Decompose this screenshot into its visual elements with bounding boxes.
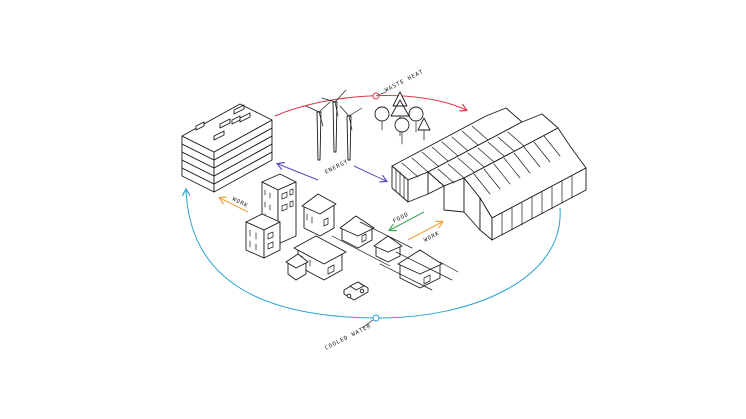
tree-icon: [374, 106, 390, 131]
energy-arrow-left: [278, 164, 319, 181]
work-right-label: WORK: [423, 231, 441, 244]
garden-fences: [331, 221, 459, 291]
tree-icon: [394, 117, 410, 145]
food-label: FOOD: [392, 212, 410, 225]
wind-turbine-icon: [339, 105, 363, 161]
food-arrow: [390, 211, 425, 230]
waste-heat-leader: [375, 91, 387, 97]
roof-units: [195, 104, 251, 141]
data-center-icon: [181, 103, 273, 193]
work-arrow-right: [407, 222, 442, 241]
house-icon: [339, 215, 375, 249]
cooled-water-arrow: [186, 190, 561, 319]
wind-turbine-icon: [321, 89, 347, 153]
waste-heat-label: WASTE HEAT: [384, 69, 425, 94]
car-icon: [343, 281, 369, 301]
tree-icon: [417, 117, 431, 141]
energy-arrow-right: [353, 165, 386, 181]
waste-heat-arrow: [274, 95, 466, 117]
wind-turbine-icon: [305, 101, 331, 161]
cooled-water-label: COOLED WATER: [324, 323, 372, 352]
house-icon: [301, 193, 337, 237]
cooled-water-leader: [361, 319, 374, 329]
house-icon: [373, 235, 403, 263]
energy-label: ENERGY: [324, 159, 350, 176]
apartment-icon: [245, 213, 281, 259]
work-arrow-left: [220, 198, 249, 213]
house-icon: [285, 253, 309, 281]
cooled-water-node: [372, 314, 380, 322]
greenhouse-icon: [463, 127, 587, 241]
tree-icon: [408, 106, 424, 133]
greenhouse-icon: [391, 107, 523, 203]
house-icon: [397, 249, 443, 289]
